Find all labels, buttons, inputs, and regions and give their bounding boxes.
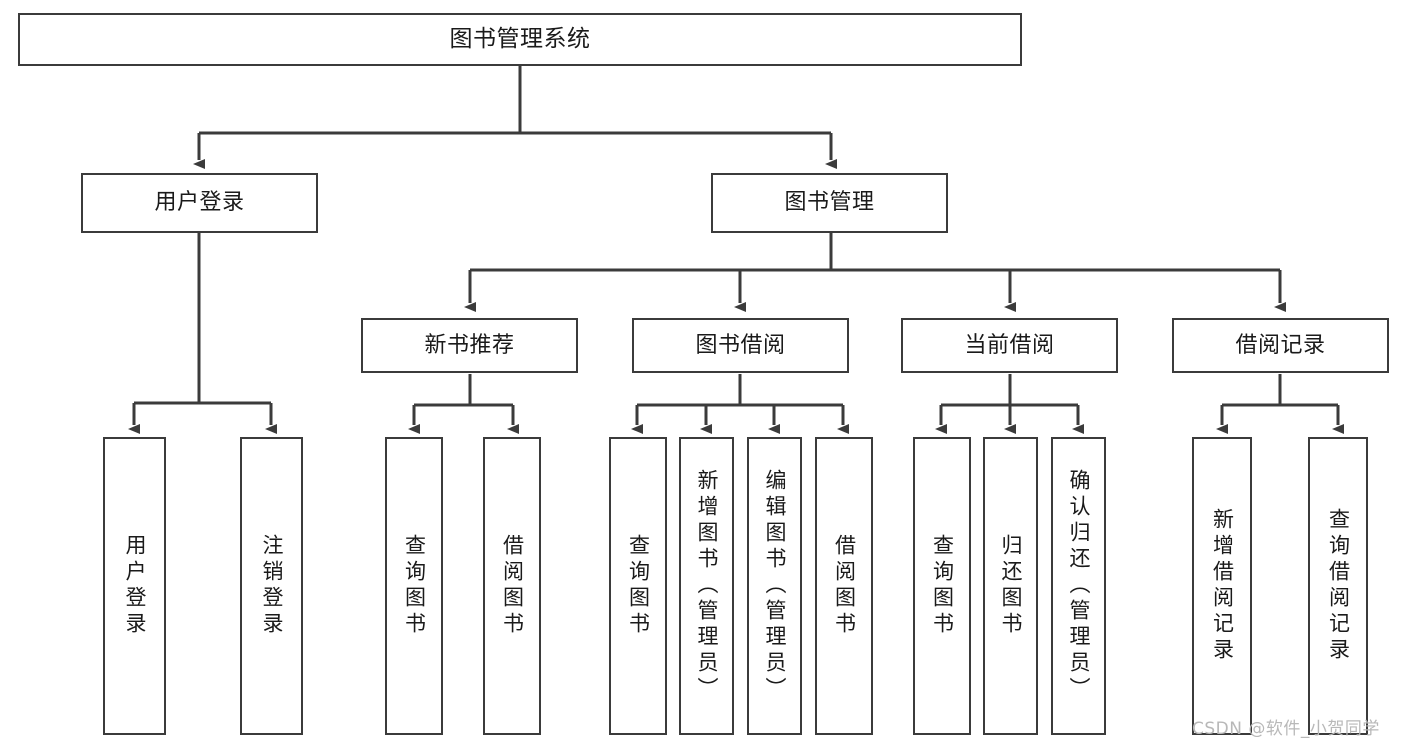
node-label: 当前借阅 (964, 332, 1055, 358)
leaf-query-book-borrow[interactable]: 查询图书 (609, 437, 667, 735)
node-user-login[interactable]: 用户登录 (81, 173, 318, 233)
node-label: 查询图书 (930, 534, 955, 638)
node-label: 图书管理系统 (449, 25, 591, 52)
node-label: 新书推荐 (424, 332, 515, 358)
node-borrow-record[interactable]: 借阅记录 (1172, 318, 1389, 373)
leaf-add-borrow-record[interactable]: 新增借阅记录 (1192, 437, 1252, 735)
leaf-add-book[interactable]: 新增图书（管理员） (679, 437, 734, 735)
leaf-query-book-current[interactable]: 查询图书 (913, 437, 971, 735)
node-label: 图书借阅 (695, 332, 786, 358)
node-label: 用户登录 (154, 190, 245, 216)
node-label: 注销登录 (260, 534, 284, 638)
node-label: 新增借阅记录 (1210, 508, 1235, 664)
leaf-return-book[interactable]: 归还图书 (983, 437, 1038, 735)
leaf-query-borrow-record[interactable]: 查询借阅记录 (1308, 437, 1368, 735)
leaf-confirm-return[interactable]: 确认归还（管理员） (1051, 437, 1106, 735)
node-label: 新增图书（管理员） (695, 469, 719, 703)
leaf-borrow-book-recommend[interactable]: 借阅图书 (483, 437, 541, 735)
leaf-borrow-book[interactable]: 借阅图书 (815, 437, 873, 735)
node-book-manage[interactable]: 图书管理 (711, 173, 948, 233)
node-label: 查询图书 (402, 534, 427, 638)
node-label: 归还图书 (999, 534, 1023, 638)
node-label: 查询图书 (626, 534, 651, 638)
csdn-watermark: CSDN @软件_小贺同学 (1192, 719, 1380, 739)
node-label: 图书管理 (784, 190, 875, 216)
node-label: 用户登录 (123, 534, 147, 638)
leaf-logout-login[interactable]: 注销登录 (240, 437, 303, 735)
node-root-system[interactable]: 图书管理系统 (18, 13, 1022, 66)
node-current-borrow[interactable]: 当前借阅 (901, 318, 1118, 373)
node-label: 编辑图书（管理员） (763, 469, 787, 703)
node-label: 借阅图书 (500, 534, 525, 638)
leaf-query-book-recommend[interactable]: 查询图书 (385, 437, 443, 735)
node-label: 确认归还（管理员） (1067, 469, 1091, 703)
leaf-user-login[interactable]: 用户登录 (103, 437, 166, 735)
node-book-borrow[interactable]: 图书借阅 (632, 318, 849, 373)
node-label: 借阅图书 (832, 534, 857, 638)
node-label: 借阅记录 (1235, 332, 1326, 358)
node-label: 查询借阅记录 (1326, 508, 1351, 664)
node-new-book-recommend[interactable]: 新书推荐 (361, 318, 578, 373)
leaf-edit-book[interactable]: 编辑图书（管理员） (747, 437, 802, 735)
